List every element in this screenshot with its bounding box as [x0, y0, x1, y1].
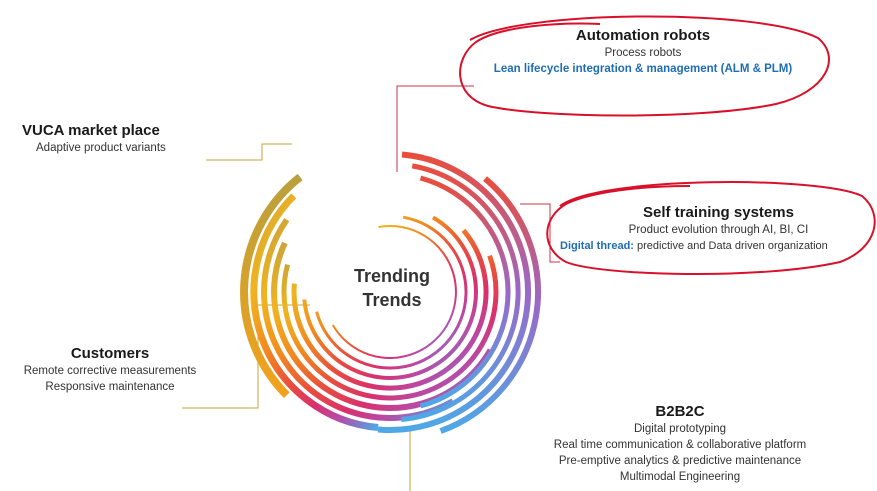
self-training-block: Self training systems Product evolution … — [560, 203, 877, 254]
highlight-ellipse-self-training — [546, 181, 876, 276]
automation-robots-line1: Process robots — [604, 47, 682, 59]
b2b2c-line3: Pre-emptive analytics & predictive maint… — [558, 455, 802, 467]
center-label-line1: Trending — [354, 266, 430, 286]
self-training-line2-highlight: Digital thread: — [560, 240, 634, 252]
b2b2c-block: B2B2C Digital prototyping Real time comm… — [510, 402, 850, 485]
automation-robots-line2: Lean lifecycle integration & management … — [493, 63, 793, 75]
spiral-ring — [331, 225, 457, 359]
customers-title: Customers — [70, 345, 150, 362]
spiral-ring — [281, 254, 499, 401]
b2b2c-title: B2B2C — [655, 403, 705, 420]
customers-block: Customers Remote corrective measurements… — [0, 344, 220, 395]
spiral-rings — [240, 151, 542, 434]
spiral-ring — [400, 163, 521, 422]
self-training-line2-rest: predictive and Data driven organization — [633, 240, 828, 252]
connector-automation — [396, 85, 474, 172]
highlight-ellipse-automation — [459, 15, 830, 117]
center-label: Trending Trends — [328, 264, 456, 312]
automation-robots-title: Automation robots — [575, 27, 711, 44]
spiral-ring — [240, 173, 303, 399]
spiral-ring — [439, 176, 542, 434]
vuca-title: VUCA market place — [22, 122, 160, 139]
connector-vuca — [206, 143, 292, 161]
connector-self-training — [520, 203, 560, 263]
vuca-block: VUCA market place Adaptive product varia… — [22, 121, 212, 156]
self-training-title: Self training systems — [643, 204, 794, 221]
spiral-ring — [315, 215, 468, 370]
vuca-line1: Adaptive product variants — [36, 142, 166, 154]
spiral-ring — [302, 215, 478, 380]
b2b2c-line2: Real time communication & collaborative … — [553, 439, 807, 451]
customers-line1: Remote corrective measurements — [23, 365, 197, 377]
spiral-ring — [419, 175, 511, 409]
b2b2c-line4: Multimodal Engineering — [619, 471, 741, 483]
self-training-line2: Digital thread: predictive and Data driv… — [560, 238, 877, 254]
spiral-ring — [377, 151, 532, 434]
spiral-ring — [250, 193, 379, 431]
self-training-line1: Product evolution through AI, BI, CI — [628, 224, 809, 236]
b2b2c-line1: Digital prototyping — [633, 423, 727, 435]
automation-robots-block: Automation robots Process robots Lean li… — [458, 26, 828, 77]
spiral-ring — [291, 228, 489, 391]
center-label-line2: Trends — [362, 290, 422, 310]
customers-line2: Responsive maintenance — [45, 381, 175, 393]
